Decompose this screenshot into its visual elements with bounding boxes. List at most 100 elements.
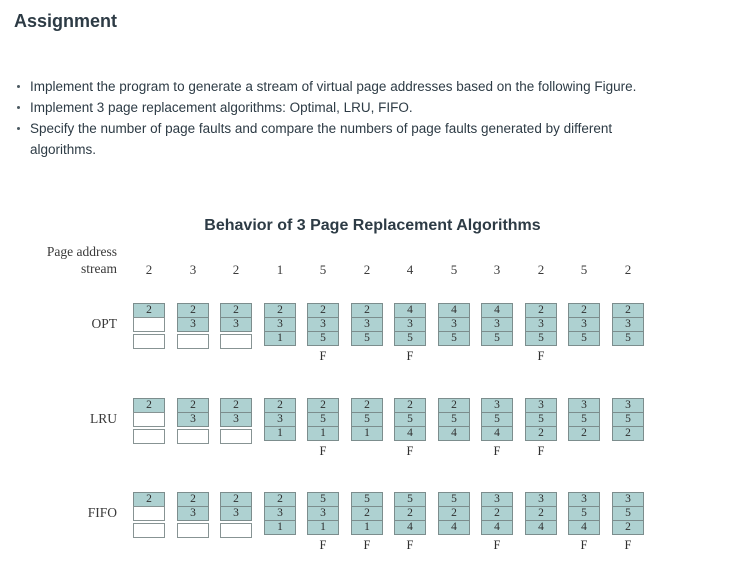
frame-cell: 3 — [481, 492, 513, 507]
frame-cell: 2 — [438, 506, 470, 521]
frame-cell: 2 — [394, 398, 426, 413]
frame-cell: 5 — [612, 506, 644, 521]
stream-value: 2 — [624, 262, 632, 277]
frame-cell: 2 — [220, 303, 252, 318]
frame-cell: 3 — [438, 317, 470, 332]
task-item: Implement 3 page replacement algorithms:… — [14, 97, 638, 118]
frame-cell: 5 — [525, 331, 557, 346]
frame-cell: 2 — [133, 398, 165, 413]
frame-cell: 2 — [568, 303, 600, 318]
frame-cell — [133, 412, 165, 427]
fault-marker: F — [406, 538, 414, 552]
frame-cell: 1 — [307, 520, 339, 535]
lru-label: LRU — [90, 411, 117, 426]
frame-cell: 5 — [438, 331, 470, 346]
frame-cell: 5 — [481, 412, 513, 427]
frame-cell: 5 — [307, 331, 339, 346]
frame-cell: 2 — [264, 398, 296, 413]
frame-column: 2 — [133, 398, 165, 444]
stream-value: 2 — [537, 262, 545, 277]
frame-cell: 3 — [481, 398, 513, 413]
fault-marker: F — [406, 444, 414, 458]
fault-marker: F — [537, 349, 545, 363]
frame-cell: 3 — [612, 492, 644, 507]
frame-cell: 4 — [438, 520, 470, 535]
frame-cell: 5 — [568, 412, 600, 427]
stream-value: 4 — [406, 262, 414, 277]
task-list: Implement the program to generate a stre… — [14, 76, 638, 160]
frame-cell — [177, 334, 209, 349]
frame-cell: 2 — [351, 506, 383, 521]
frame-cell: 5 — [525, 412, 557, 427]
frame-cell: 2 — [525, 426, 557, 441]
frame-cell — [220, 334, 252, 349]
frame-cell: 3 — [481, 317, 513, 332]
frame-cell: 3 — [525, 317, 557, 332]
frame-column: 2 — [133, 303, 165, 349]
stream-value: 2 — [145, 262, 153, 277]
fault-marker: F — [493, 538, 501, 552]
frame-cell: 2 — [177, 303, 209, 318]
frame-cell: 2 — [612, 426, 644, 441]
stream-value: 2 — [232, 262, 240, 277]
fault-marker: F — [319, 349, 327, 363]
frame-cell: 3 — [307, 506, 339, 521]
stream-value: 3 — [189, 262, 197, 277]
frame-cell: 2 — [264, 303, 296, 318]
frame-cell: 3 — [525, 492, 557, 507]
frame-cell: 4 — [394, 520, 426, 535]
frame-cell — [133, 317, 165, 332]
fault-marker: F — [319, 444, 327, 458]
frame-cell: 2 — [612, 303, 644, 318]
fault-marker: F — [537, 444, 545, 458]
stream-value: 1 — [276, 262, 284, 277]
fault-marker: F — [624, 538, 632, 552]
frame-cell: 3 — [220, 412, 252, 427]
frame-cell: 2 — [481, 506, 513, 521]
frame-cell: 4 — [525, 520, 557, 535]
frame-cell: 4 — [568, 520, 600, 535]
frame-cell: 5 — [394, 412, 426, 427]
frame-cell: 2 — [220, 398, 252, 413]
frame-cell: 3 — [177, 412, 209, 427]
frame-cell: 3 — [568, 492, 600, 507]
frame-cell: 4 — [438, 303, 470, 318]
figure-title: Behavior of 3 Page Replacement Algorithm… — [204, 217, 541, 234]
frame-cell: 5 — [481, 331, 513, 346]
frame-cell — [133, 523, 165, 538]
frame-cell: 2 — [568, 426, 600, 441]
frame-cell: 5 — [351, 492, 383, 507]
frame-cell: 5 — [394, 331, 426, 346]
frame-cell: 5 — [438, 412, 470, 427]
stream-value: 5 — [580, 262, 588, 277]
frame-cell: 1 — [307, 426, 339, 441]
fifo-label: FIFO — [87, 505, 117, 520]
frame-cell: 5 — [612, 331, 644, 346]
frame-cell: 1 — [351, 426, 383, 441]
frame-cell: 3 — [525, 398, 557, 413]
frame-cell: 3 — [220, 506, 252, 521]
frame-cell: 5 — [568, 331, 600, 346]
frame-cell: 3 — [568, 398, 600, 413]
frame-cell: 4 — [481, 303, 513, 318]
frame-cell — [220, 523, 252, 538]
frame-cell: 4 — [481, 520, 513, 535]
